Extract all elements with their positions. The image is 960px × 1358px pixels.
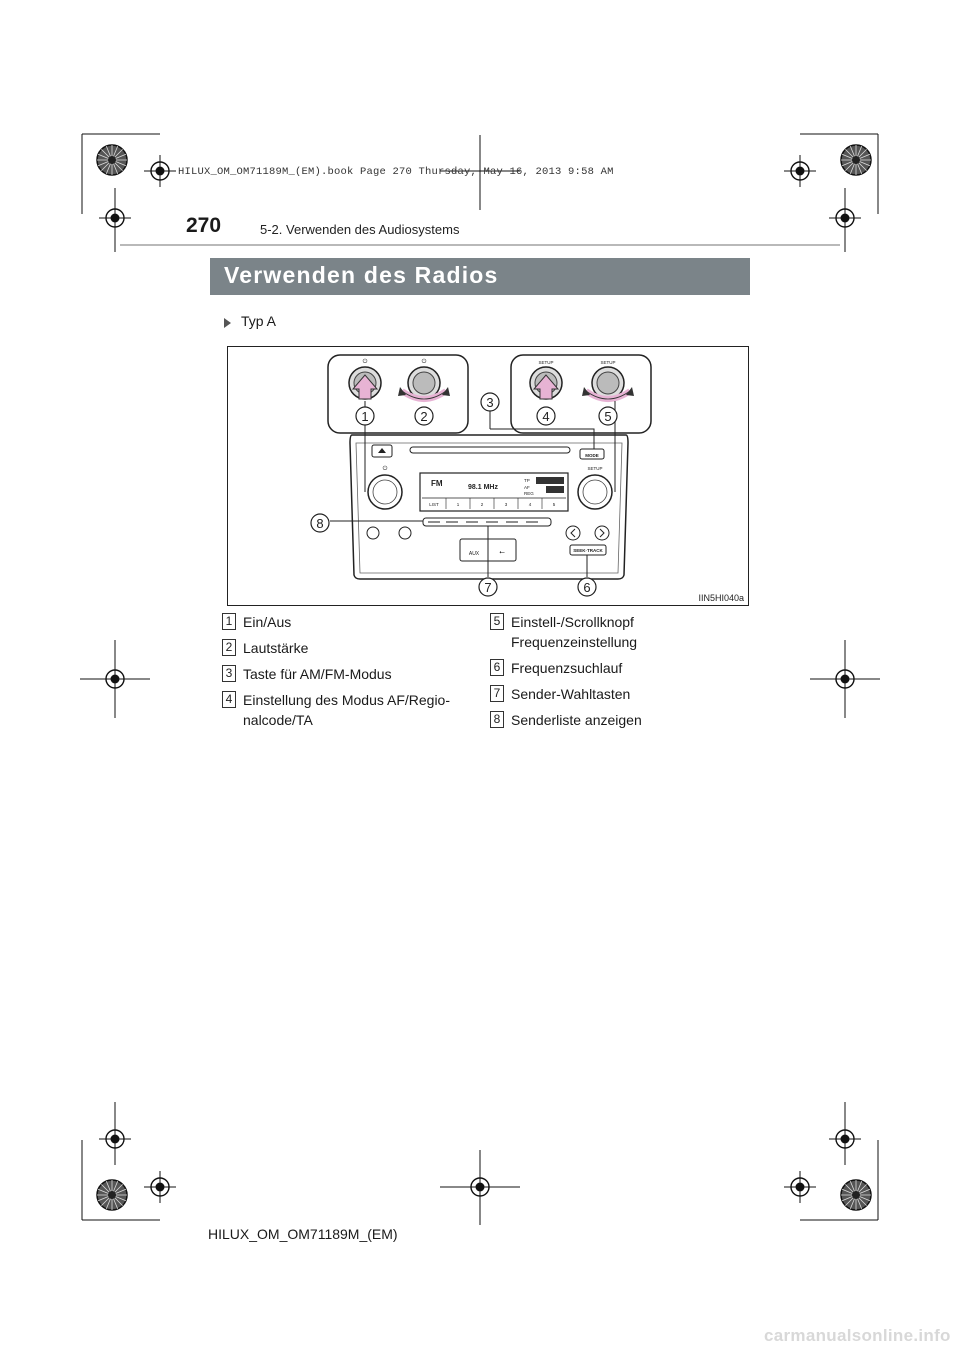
legend-item-8: 8 Senderliste anzeigen <box>490 710 642 730</box>
inset-setup-label-2: SETUP <box>600 360 615 365</box>
item-number-badge: 4 <box>222 691 236 708</box>
radio-figure: ⏻ ⏻ SETUP SETUP MODE ⏻ SETUP FM 98.1 MHz… <box>227 346 749 606</box>
inset-power-label-2: ⏻ <box>422 358 427 365</box>
item-number-badge: 5 <box>490 613 504 630</box>
svg-text:TP: TP <box>524 478 530 483</box>
item-number-badge: 2 <box>222 639 236 656</box>
svg-text:REG: REG <box>524 491 534 496</box>
callout-7: 7 <box>478 577 498 597</box>
legend-item-2: 2 Lautstärke <box>222 638 308 658</box>
item-text: Sender-Wahltasten <box>511 686 631 702</box>
item-number-badge: 3 <box>222 665 236 682</box>
mode-button <box>579 448 605 460</box>
type-label: Typ A <box>241 313 277 329</box>
svg-text:3: 3 <box>505 502 508 507</box>
item-text: Senderliste anzeigen <box>511 712 642 728</box>
svg-text:4: 4 <box>542 409 549 424</box>
item-text: Taste für AM/FM-Modus <box>243 666 392 682</box>
svg-text:SETUP: SETUP <box>587 466 602 471</box>
svg-text:MODE: MODE <box>585 453 599 458</box>
svg-text:SEEK·TRACK: SEEK·TRACK <box>573 548 603 553</box>
legend-item-4: 4 Einstellung des Modus AF/Regio-nalcode… <box>222 690 450 730</box>
header-rule <box>120 244 840 246</box>
callout-4: 4 <box>536 406 556 426</box>
callout-8: 8 <box>310 513 330 533</box>
title-bar <box>210 258 750 295</box>
callout-2: 2 <box>414 406 434 426</box>
phone-end-button <box>398 526 412 540</box>
legend-item-7: 7 Sender-Wahltasten <box>490 684 630 704</box>
phone-button <box>366 526 380 540</box>
figure-code: IIN5HI040a <box>698 593 744 603</box>
item-text: Einstellung des Modus AF/Regio-nalcode/T… <box>243 692 450 728</box>
svg-text:5: 5 <box>604 409 611 424</box>
svg-text:2: 2 <box>420 409 427 424</box>
footer-code: HILUX_OM_OM71189M_(EM) <box>208 1226 398 1242</box>
callout-5: 5 <box>598 406 618 426</box>
svg-text:3: 3 <box>486 395 493 410</box>
item-number-badge: 8 <box>490 711 504 728</box>
svg-text:⭠: ⭠ <box>499 548 505 556</box>
item-text: Lautstärke <box>243 640 309 656</box>
inset-setup-label: SETUP <box>538 360 553 365</box>
item-number-badge: 7 <box>490 685 504 702</box>
power-knob-icon <box>348 366 382 400</box>
setup-press-knob-icon <box>529 366 563 400</box>
watermark: carmanualsonline.info <box>764 1326 951 1345</box>
svg-text:2: 2 <box>481 502 484 507</box>
section-header: 5-2. Verwenden des Audiosystems <box>260 222 460 237</box>
seek-forward-button <box>594 525 610 541</box>
svg-text:4: 4 <box>529 502 532 507</box>
item-text: Frequenzsuchlauf <box>511 660 623 676</box>
item-number-badge: 6 <box>490 659 504 676</box>
item-text: Ein/Aus <box>243 614 292 630</box>
bullet-arrow-icon <box>224 318 231 328</box>
eject-icon <box>378 448 386 453</box>
page-title: Verwenden des Radios <box>224 262 499 288</box>
setup-rotate-knob-icon <box>582 366 634 402</box>
legend-item-1: 1 Ein/Aus <box>222 612 291 632</box>
radio-diagram: ⏻ ⏻ SETUP SETUP MODE ⏻ SETUP FM 98.1 MHz… <box>310 354 652 597</box>
svg-text:1: 1 <box>361 409 368 424</box>
svg-text:8: 8 <box>316 516 323 531</box>
svg-text:LIST: LIST <box>429 502 439 507</box>
book-info-line: HILUX_OM_OM71189M_(EM).book Page 270 Thu… <box>178 166 614 178</box>
svg-text:AUX: AUX <box>469 551 480 557</box>
seek-back-button <box>565 525 581 541</box>
page-number: 270 <box>186 214 222 237</box>
legend-item-6: 6 Frequenzsuchlauf <box>490 658 622 678</box>
svg-text:5: 5 <box>553 502 556 507</box>
legend-item-3: 3 Taste für AM/FM-Modus <box>222 664 392 684</box>
callout-1: 1 <box>355 406 375 426</box>
item-number-badge: 1 <box>222 613 236 630</box>
svg-text:7: 7 <box>484 580 491 595</box>
svg-text:6: 6 <box>583 580 590 595</box>
callout-3: 3 <box>480 392 500 412</box>
volume-knob-icon <box>398 366 450 402</box>
svg-text:FM: FM <box>431 479 443 488</box>
inset-power-label: ⏻ <box>363 358 368 365</box>
svg-text:98.1 MHz: 98.1 MHz <box>468 484 498 491</box>
svg-text:⏻: ⏻ <box>383 465 388 472</box>
svg-text:AF: AF <box>524 485 530 490</box>
svg-text:1: 1 <box>457 502 460 507</box>
callout-6: 6 <box>577 577 597 597</box>
